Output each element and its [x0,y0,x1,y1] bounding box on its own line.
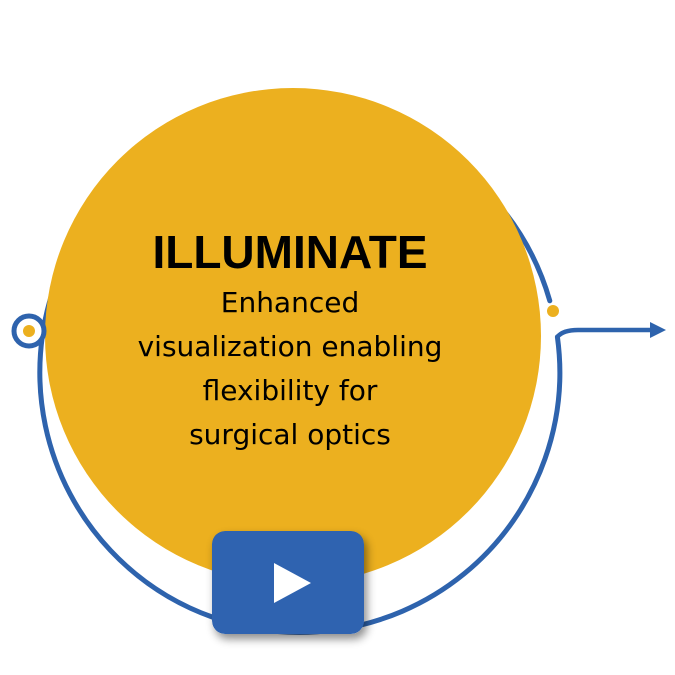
play-button-graphic [212,531,364,634]
title: ILLUMINATE [152,226,428,278]
ring-node-icon [11,313,47,349]
subtitle-line: Enhanced [220,286,360,319]
dot-icon [547,305,559,317]
subtitle: Enhanced visualization enabling flexibil… [120,281,460,457]
connector-line [555,327,655,340]
arrow-right-icon [650,322,666,338]
play-icon [274,563,311,603]
subtitle-line: surgical optics [189,418,391,451]
subtitle-line: flexibility for [202,374,378,407]
main-circle [45,88,541,584]
text-block: ILLUMINATE Enhanced visualization enabli… [120,225,460,457]
play-button[interactable] [212,531,364,634]
subtitle-line: visualization enabling [137,330,443,363]
